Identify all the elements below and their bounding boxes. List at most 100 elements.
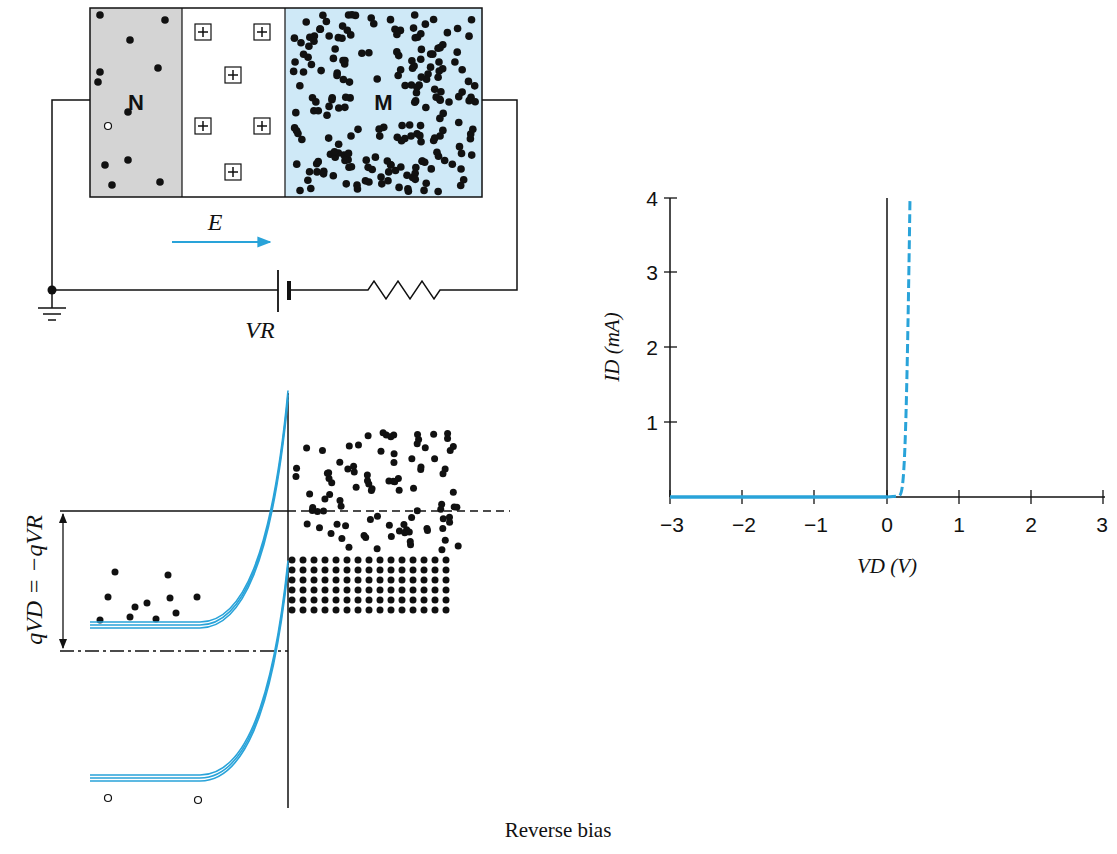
electron [338,503,345,510]
electron [421,607,428,614]
electron [370,20,378,28]
electron [330,55,338,63]
dimension-arrow [62,514,63,648]
electron [364,471,371,478]
electron [311,577,318,584]
electron [387,16,395,24]
electron [410,567,417,574]
forward-current-curve [887,198,910,497]
electron [173,610,180,617]
y-tick-label: 2 [646,337,658,358]
electron [446,519,453,526]
electron [395,184,403,192]
electron [421,587,428,594]
electron [300,577,307,584]
electron [403,171,411,179]
electron [388,567,395,574]
electron [410,587,417,594]
electron [458,66,466,74]
electron [308,61,316,69]
electron [377,587,384,594]
electron [333,587,340,594]
electron [132,604,139,611]
electron [386,522,393,529]
electron [341,157,349,165]
ground-symbol [43,313,61,315]
donor-ions [195,24,270,180]
electron [297,39,305,47]
electron [165,572,172,579]
electron [292,473,299,480]
electron [194,594,201,601]
energy-bands [90,391,288,782]
electron [388,577,395,584]
electron [441,157,449,165]
electron [422,180,430,188]
electron [291,58,299,66]
electron [353,484,360,491]
electron [362,534,369,541]
electron [383,432,390,439]
electron [443,587,450,594]
electron [289,577,296,584]
electron [453,504,460,511]
electron [161,16,169,24]
electron [303,445,310,452]
electron [421,567,428,574]
ion-box [195,24,211,40]
electron [377,557,384,564]
field-label: E [208,210,223,234]
electron [458,150,466,158]
caption-label: Reverse bias [505,820,612,841]
voltage-label: VR [245,318,274,342]
electron [314,158,322,166]
electron [465,97,473,105]
electron [333,72,341,80]
electron [304,520,311,527]
ion-box [225,67,241,83]
electron [333,607,340,614]
electron [342,522,349,529]
metal-region-fill [285,8,482,197]
electron [454,25,462,33]
electron [377,448,384,455]
electron [322,597,329,604]
electron [336,459,343,466]
electron [449,160,457,168]
x-tick-label: 1 [953,514,965,535]
electron [388,597,395,604]
electron [385,168,393,176]
electron [436,44,444,52]
electron [396,487,403,494]
electron [407,541,414,548]
electron [307,185,315,193]
electron [436,96,444,104]
electron [338,535,345,542]
electron [366,567,373,574]
electron [342,180,350,188]
metal-region: M [285,8,482,197]
electron [443,597,450,604]
electron [167,595,174,602]
electron [399,597,406,604]
electron [417,73,425,81]
electron [346,78,354,86]
ion-box [254,24,270,40]
electron [362,156,370,164]
region-label: N [128,90,144,116]
electron [421,158,429,166]
electron [350,463,357,470]
electron [431,455,438,462]
zero-line [886,198,888,497]
fermi-level-metal [60,510,288,511]
electron [374,513,381,520]
x-axis-title: VD (V) [857,556,917,577]
x-tick-label: −3 [660,514,684,535]
electron [468,16,476,24]
electron [126,36,134,44]
electron [344,567,351,574]
electron [471,82,479,90]
electron [399,607,406,614]
electron [397,66,405,74]
electron [442,537,449,544]
